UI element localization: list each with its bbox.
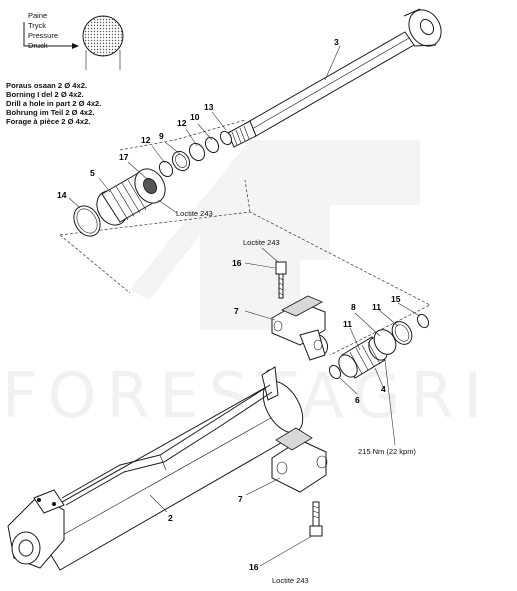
pressure-legend: Paine Tryck Pressure Druck	[23, 11, 124, 70]
pressure-swatch-stem	[85, 50, 121, 70]
callout-14: 14	[57, 190, 67, 200]
loctite-piston-label: Loctite 243	[176, 209, 213, 218]
clamp-part-7-top	[271, 295, 329, 361]
callout-11-right: 11	[372, 302, 381, 312]
piston-rod-part-3	[227, 8, 442, 148]
drill-note-fi: Poraus osaan 2 Ø 4x2.	[6, 81, 87, 90]
assembly-guide-lines	[59, 119, 431, 356]
annotations: Loctite 243 Loctite 243 215 Nm (22 kpm) …	[176, 209, 416, 585]
screw-part-16-bottom	[309, 501, 323, 537]
wiper-part-6	[328, 364, 342, 380]
watermark-logo	[130, 140, 420, 330]
callout-17: 17	[119, 152, 129, 162]
torque-label: 215 Nm (22 kpm)	[358, 447, 416, 456]
loctite-screw-bottom-label: Loctite 243	[272, 576, 309, 585]
screw-part-16-top	[275, 261, 287, 299]
drill-note-sv: Borning I del 2 Ø 4x2.	[6, 90, 84, 99]
callout-9: 9	[159, 131, 164, 141]
seal-rings-upper	[158, 130, 233, 178]
callout-6: 6	[355, 395, 360, 405]
callout-4: 4	[381, 384, 386, 394]
cylinder-tube-part-2	[7, 366, 304, 571]
ring-part-15	[416, 313, 430, 329]
pressure-label-sv: Tryck	[28, 21, 46, 30]
callout-2: 2	[168, 513, 173, 523]
callout-12-lower: 12	[141, 135, 151, 145]
drill-note-de: Bohrung im Teil 2 Ø 4x2.	[6, 108, 94, 117]
drill-note-fr: Forage à pièce 2 Ø 4x2.	[6, 117, 90, 126]
clamp-part-7-bottom	[271, 427, 328, 493]
leader-lines	[68, 45, 421, 567]
drill-note-en: Drill a hole in part 2 Ø 4x2.	[6, 99, 101, 108]
callout-7-top: 7	[234, 306, 239, 316]
callout-11-left: 11	[343, 319, 352, 329]
callout-15: 15	[391, 294, 401, 304]
piston-part-5	[96, 168, 166, 226]
callout-3: 3	[334, 37, 339, 47]
callout-16-top: 16	[232, 258, 242, 268]
callout-7-bottom: 7	[238, 494, 243, 504]
callout-5: 5	[90, 168, 95, 178]
callout-8: 8	[351, 302, 356, 312]
callout-13: 13	[204, 102, 214, 112]
seal-part-11-b	[391, 321, 413, 345]
callout-12-upper: 12	[177, 118, 187, 128]
drill-note: Poraus osaan 2 Ø 4x2. Borning I del 2 Ø …	[6, 81, 101, 126]
callout-10: 10	[190, 112, 200, 122]
callout-16-bottom: 16	[249, 562, 259, 572]
pressure-arrow-line	[23, 22, 72, 47]
loctite-screw-top-label: Loctite 243	[243, 238, 280, 247]
pressure-pattern-swatch	[82, 15, 124, 57]
pressure-arrow-head	[72, 43, 79, 49]
pressure-label-en: Pressure	[28, 31, 58, 40]
callout-numbers: 3 13 10 12 9 12 17 5 14 16 7 8 11 15 11 …	[57, 37, 401, 572]
pressure-label-fi: Paine	[28, 11, 47, 20]
